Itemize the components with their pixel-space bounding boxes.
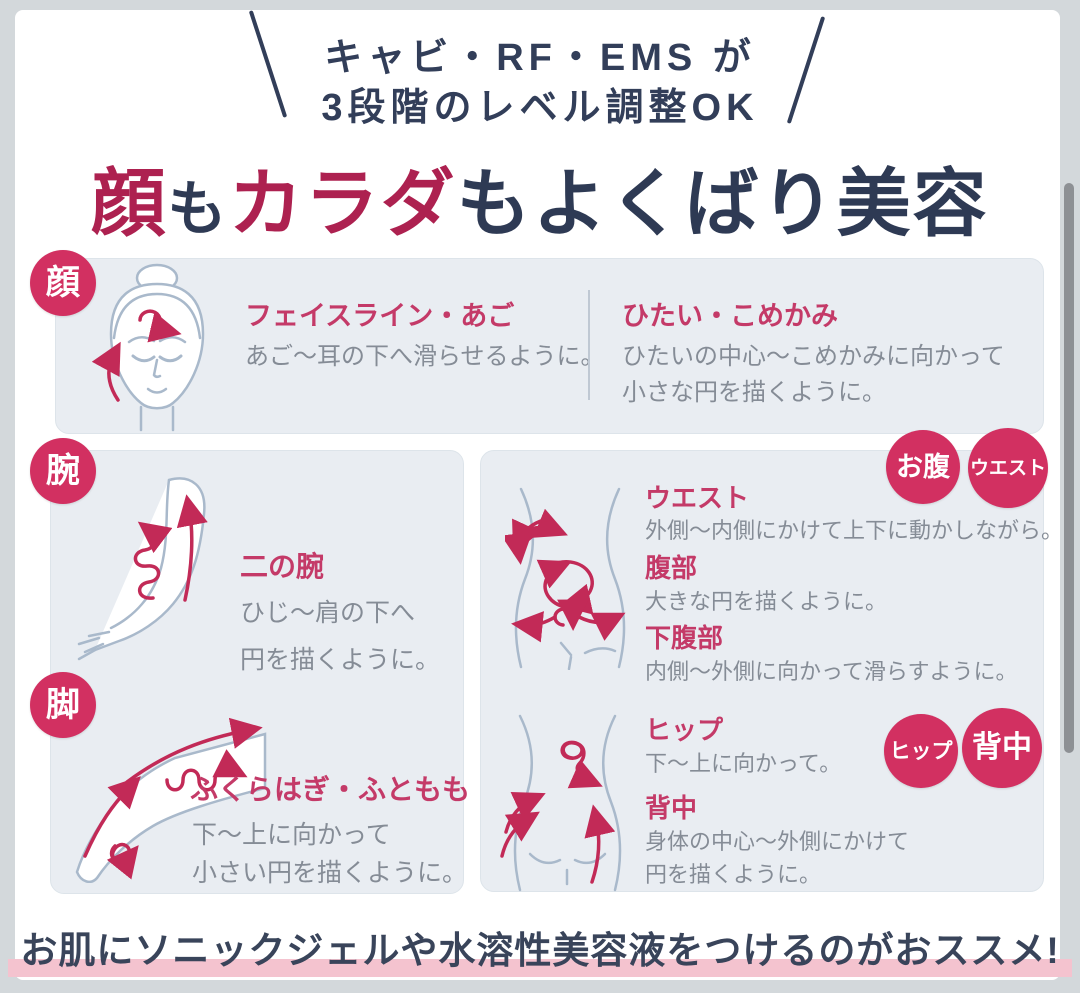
face-right-line2: 小さな円を描くように。 — [622, 379, 886, 406]
hip-heading: ヒップ — [645, 715, 724, 745]
leg-line1: 下〜上に向かって — [192, 821, 391, 849]
face-right-line1: ひたいの中心〜こめかみに向かって — [622, 343, 1005, 370]
lower-abdomen-line1: 内側〜外側に向かって滑らすように。 — [645, 659, 1018, 684]
face-panel — [55, 258, 1044, 434]
leg-illustration — [75, 717, 267, 883]
hip-line1: 下〜上に向かって。 — [645, 751, 842, 776]
face-left-line1: あご〜耳の下へ滑らせるように。 — [245, 343, 605, 370]
back-line1: 身体の中心〜外側にかけて — [645, 829, 910, 854]
arm-line1: ひじ〜肩の下へ — [240, 599, 416, 627]
hip-back-illustration — [500, 714, 622, 892]
arm-line2: 円を描くように。 — [240, 646, 441, 674]
title-seg-mo1: も — [167, 176, 229, 242]
footer-note: お肌にソニックジェルや水溶性美容液をつけるのがおススメ! — [0, 920, 1080, 977]
abdomen-heading: 腹部 — [645, 553, 698, 583]
face-left-heading: フェイスライン・あご — [245, 301, 515, 331]
page-title: 顔もカラダもよくばり美容 — [0, 144, 1080, 251]
back-heading: 背中 — [645, 793, 698, 823]
face-panel-divider — [588, 290, 590, 400]
belly-illustration — [505, 487, 626, 670]
abdomen-line1: 大きな円を描くように。 — [645, 589, 888, 614]
waist-heading: ウエスト — [645, 483, 750, 513]
waist-line1: 外側〜内側にかけて上下に動かしながら。 — [645, 518, 1064, 543]
face-illustration — [91, 263, 205, 432]
title-seg-rest: もよくばり美容 — [456, 164, 989, 246]
arm-badge: 腕 — [30, 438, 96, 504]
scrollbar-thumb[interactable] — [1064, 183, 1074, 753]
leg-line2: 小さい円を描くように。 — [192, 859, 468, 887]
waist-badge: ウエスト — [968, 428, 1048, 508]
title-seg-face: 顔 — [91, 164, 168, 246]
leg-badge: 脚 — [30, 672, 96, 738]
title-seg-body: カラダ — [228, 164, 457, 246]
back-line2: 円を描くように。 — [645, 862, 822, 887]
belly-badge: お腹 — [886, 430, 960, 504]
face-right-heading: ひたい・こめかみ — [622, 301, 838, 331]
callout-line1: キャビ・RF・EMS が — [324, 37, 756, 79]
hip-badge: ヒップ — [884, 714, 958, 788]
footer-text: お肌にソニックジェルや水溶性美容液をつけるのがおススメ! — [8, 930, 1072, 977]
callout-line2: 3段階のレベル調整OK — [321, 87, 759, 129]
belly-hip-panel — [480, 450, 1044, 892]
leg-heading: ふくらはぎ・ふともも — [190, 774, 471, 805]
arm-illustration — [77, 477, 208, 661]
back-badge: 背中 — [962, 708, 1042, 788]
arm-heading: 二の腕 — [240, 551, 325, 582]
lower-abdomen-heading: 下腹部 — [645, 623, 724, 653]
face-badge: 顔 — [30, 250, 96, 316]
